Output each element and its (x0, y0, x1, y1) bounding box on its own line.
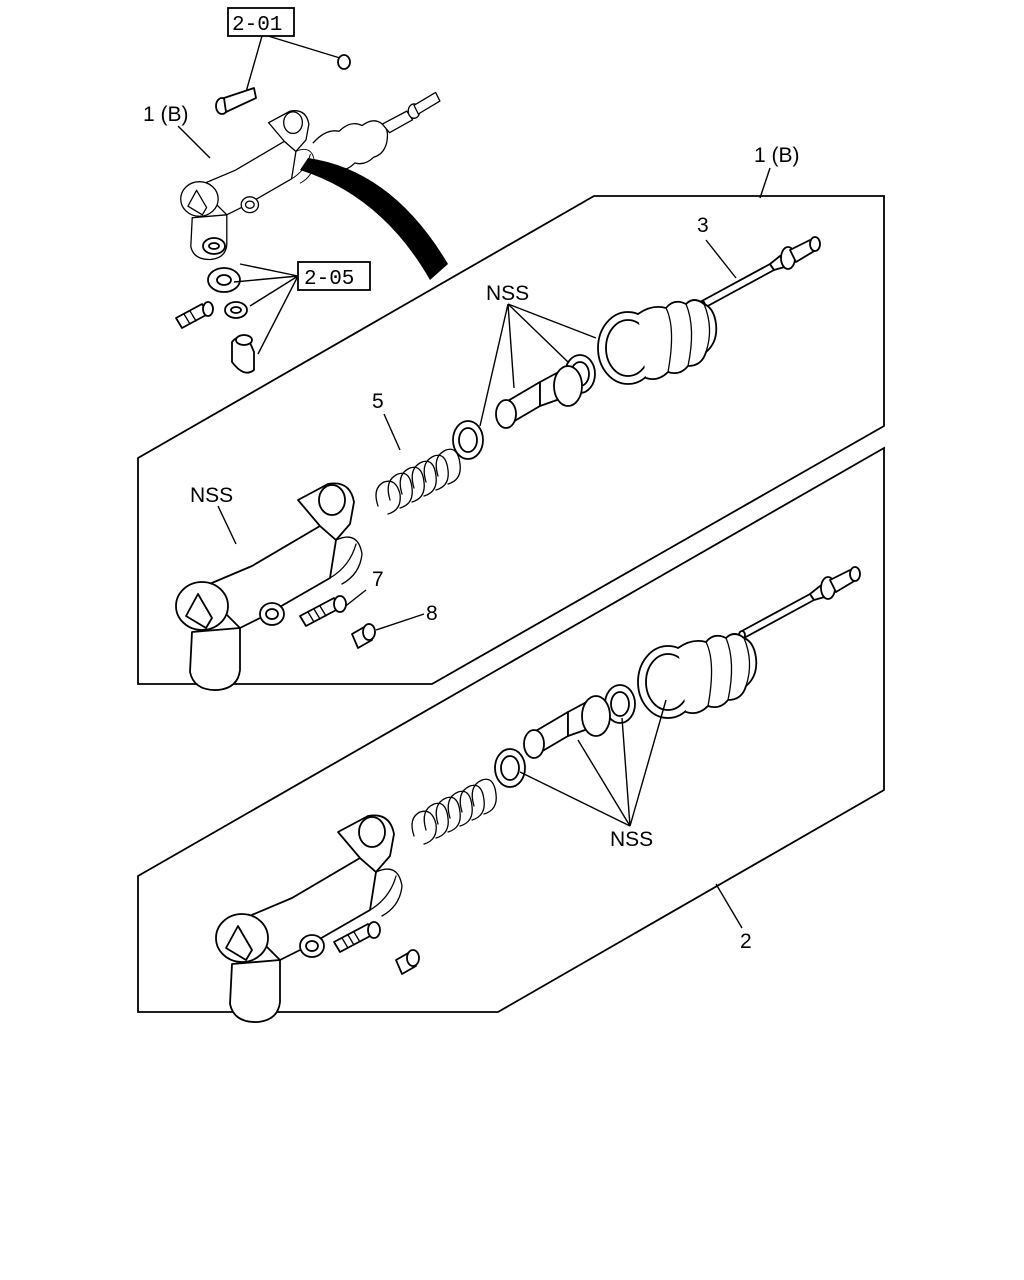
small-cylinder-assembly (180, 91, 441, 261)
spring-lower (411, 778, 497, 845)
lower-detail-frame (137, 446, 885, 1013)
nss-label-upper-seals: NSS (486, 282, 529, 305)
union-fitting (231, 334, 255, 374)
push-rod-lower (738, 566, 861, 640)
bleeder-cap-lower (395, 949, 420, 975)
cylinder-body-lower (215, 814, 403, 1023)
nss-label-upper-body: NSS (190, 484, 233, 507)
union-bolt (207, 267, 241, 293)
piston-upper (495, 365, 583, 429)
boot-lower (637, 633, 758, 719)
bleeder-cap-upper (351, 623, 376, 649)
seal-ring-inner-lower (494, 748, 526, 788)
assembly-label-top-left: 1 (B) (143, 103, 189, 126)
washer-lower (224, 301, 248, 319)
part-7-label: 7 (372, 568, 384, 591)
part-3-label: 3 (697, 214, 709, 237)
push-rod-upper (698, 236, 821, 310)
assembly-label-upper-panel: 1 (B) (754, 144, 800, 167)
part-2-label: 2 (740, 930, 752, 953)
part-8-label: 8 (426, 602, 438, 625)
ref-2-01-label: 2-01 (232, 14, 282, 37)
spring-upper (375, 448, 461, 515)
reference-box-2-01[interactable]: 2-01 (227, 7, 295, 37)
part-5-label: 5 (372, 390, 384, 413)
small-bleeder-screw (175, 301, 214, 329)
boot-upper (597, 299, 718, 385)
nss-label-lower: NSS (610, 828, 653, 851)
detail-arrow (300, 158, 448, 280)
piston-lower (523, 695, 611, 759)
washer-upper (202, 237, 226, 255)
ref-2-05-label: 2-05 (304, 268, 354, 291)
mounting-nut (337, 54, 351, 70)
reference-box-2-05[interactable]: 2-05 (297, 261, 371, 291)
bleeder-screw-upper (299, 595, 347, 627)
cylinder-body-upper (175, 482, 363, 691)
mounting-bolt (215, 87, 257, 115)
upper-detail-frame (137, 195, 885, 685)
